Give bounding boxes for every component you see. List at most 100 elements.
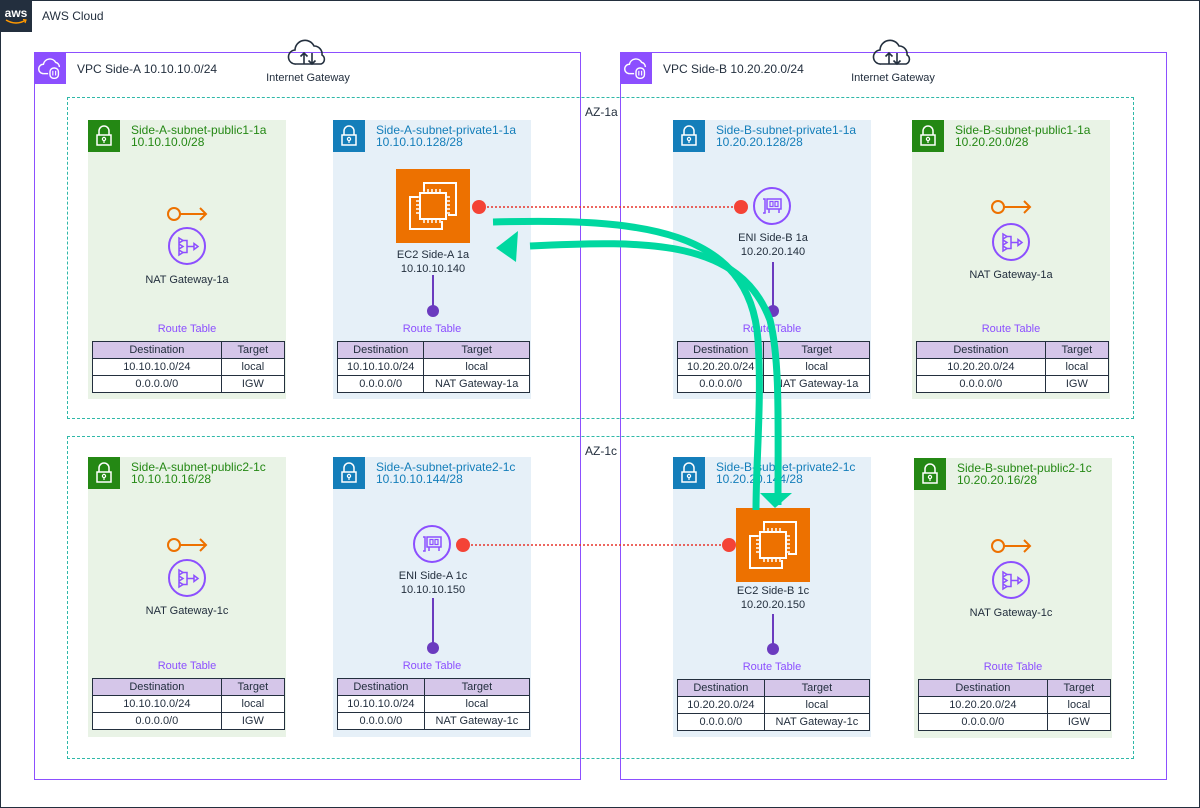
internet-gateway-label: Internet Gateway (851, 72, 935, 84)
internet-gateway-icon (871, 37, 915, 67)
subnet-name: Side-B-subnet-public2-1c (957, 461, 1092, 475)
route-dest: 0.0.0.0/0 (336, 375, 425, 393)
route-dest: 10.10.10.0/24 (336, 358, 425, 376)
internet-gateway-icon (286, 37, 330, 67)
node-label: EC2 Side-A 1a 10.10.10.140 (368, 248, 498, 276)
subnet-cidr: 10.20.20.144/28 (716, 472, 803, 486)
lock-icon (333, 457, 365, 489)
subnet-cidr: 10.10.10.144/28 (376, 472, 463, 486)
route-target: NAT Gateway-1a (763, 375, 870, 393)
node-name: ENI Side-A 1c (398, 570, 468, 582)
nat-gateway-icon (167, 226, 207, 266)
header-target: Target (1046, 679, 1112, 697)
ec2-instance-icon[interactable] (736, 508, 810, 582)
route-dest: 0.0.0.0/0 (92, 712, 222, 730)
node-name: EC2 Side-B 1c (736, 585, 810, 597)
header-target: Target (220, 678, 286, 696)
node-name: EC2 Side-A 1a (396, 249, 470, 261)
route-table-label: Route Table (157, 323, 217, 335)
route-target: local (1046, 696, 1112, 714)
internet-gateway-key-icon (990, 197, 1034, 217)
route-table-label: Route Table (983, 661, 1043, 673)
header-target: Target (423, 341, 530, 359)
route-table-label: Route Table (402, 323, 462, 335)
subnet-name: Side-A-subnet-private2-1c (376, 460, 516, 474)
route-target: local (423, 358, 530, 376)
node-ip: 10.20.20.150 (740, 599, 806, 611)
route-table-label: Route Table (742, 661, 802, 673)
header-target: Target (763, 341, 870, 359)
subnet-cidr: 10.10.10.16/28 (131, 472, 212, 486)
header-target: Target (763, 679, 871, 697)
eni-icon[interactable] (412, 524, 452, 564)
internet-gateway-a: Internet Gateway (248, 37, 368, 84)
vpc-icon (620, 52, 652, 84)
header-destination: Destination (92, 341, 222, 359)
vpc-icon (34, 52, 66, 84)
route-dest: 0.0.0.0/0 (677, 713, 765, 731)
az-1c-label: AZ-1c (585, 444, 618, 458)
eni-icon[interactable] (752, 186, 792, 226)
subnet-name: Side-B-subnet-public1-1a (955, 123, 1091, 137)
subnet-cidr: 10.20.20.128/28 (716, 135, 803, 149)
route-dest: 10.10.10.0/24 (337, 695, 425, 713)
node-ip: 10.10.10.140 (400, 263, 466, 275)
route-table-label: Route Table (981, 323, 1041, 335)
route-dest: 10.20.20.0/24 (916, 358, 1046, 376)
lock-icon (914, 458, 946, 490)
route-dest: 10.10.10.0/24 (92, 358, 222, 376)
node-ip: 10.20.20.140 (740, 246, 806, 258)
route-dest: 0.0.0.0/0 (916, 375, 1046, 393)
vpc-label: VPC Side-B 10.20.20.0/24 (663, 62, 804, 76)
header-destination: Destination (676, 341, 765, 359)
route-dest: 10.20.20.0/24 (918, 696, 1048, 714)
route-table-label: Route Table (742, 323, 802, 335)
route-target: IGW (220, 375, 286, 393)
route-dest: 10.20.20.0/24 (676, 358, 765, 376)
route-target: local (220, 358, 286, 376)
lock-icon (673, 120, 705, 152)
node-label: NAT Gateway-1a (145, 274, 229, 286)
route-dest: 10.10.10.0/24 (92, 695, 222, 713)
node-label: NAT Gateway-1a (969, 269, 1053, 281)
lock-icon (88, 120, 120, 152)
internet-gateway-key-icon (166, 535, 210, 555)
internet-gateway-key-icon (166, 204, 210, 224)
subnet-cidr: 10.20.20.16/28 (957, 473, 1038, 487)
nat-gateway-icon (991, 222, 1031, 262)
nat-gateway-icon (991, 560, 1031, 600)
header-destination: Destination (337, 678, 425, 696)
route-table-label: Route Table (402, 660, 462, 672)
header-destination: Destination (336, 341, 425, 359)
route-target: local (1044, 358, 1110, 376)
node-label: NAT Gateway-1c (969, 607, 1053, 619)
ec2-instance-icon[interactable] (396, 169, 470, 243)
header-destination: Destination (916, 341, 1046, 359)
az-1a-label: AZ-1a (585, 105, 618, 119)
subnet-name: Side-A-subnet-public1-1a (131, 123, 267, 137)
route-dest: 0.0.0.0/0 (337, 712, 425, 730)
